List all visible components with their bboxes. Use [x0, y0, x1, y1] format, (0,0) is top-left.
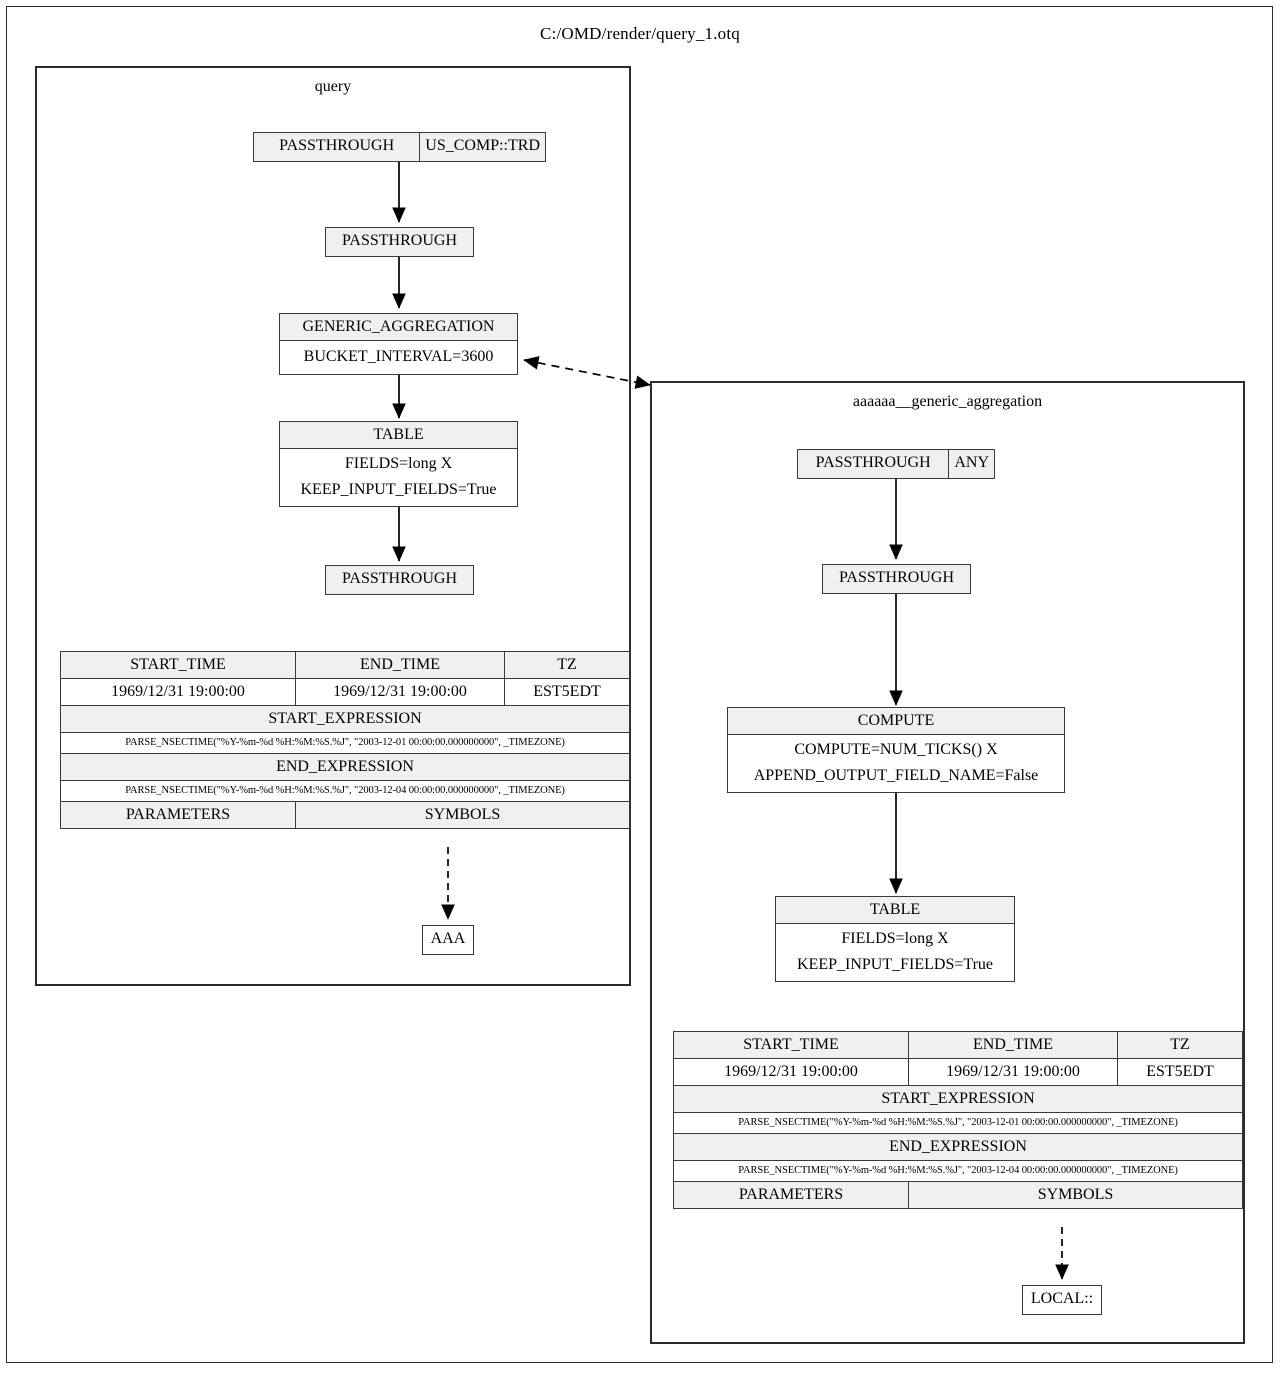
node-aggregation-table-header: TABLE	[776, 897, 1014, 924]
query-info-start-expression-value: PARSE_NSECTIME("%Y-%m-%d %H:%M:%S.%J", "…	[60, 732, 630, 754]
table-row: START_TIME END_TIME TZ	[60, 651, 630, 679]
aggregation-info-end-expression-value: PARSE_NSECTIME("%Y-%m-%d %H:%M:%S.%J", "…	[673, 1160, 1243, 1182]
table-row: PARAMETERS SYMBOLS	[673, 1181, 1243, 1209]
node-aggregation-table-param-0: FIELDS=long X	[841, 930, 949, 947]
node-query-table[interactable]: TABLE FIELDS=long X KEEP_INPUT_FIELDS=Tr…	[279, 421, 518, 507]
table-row: PARAMETERS SYMBOLS	[60, 801, 630, 829]
aggregation-info-end-time-header: END_TIME	[908, 1031, 1118, 1059]
query-info-end-time-header: END_TIME	[295, 651, 505, 679]
aggregation-info-start-time-header: START_TIME	[673, 1031, 909, 1059]
query-info-end-expression-header: END_EXPRESSION	[60, 753, 630, 781]
query-info-start-time-header: START_TIME	[60, 651, 296, 679]
cluster-query: query	[35, 66, 631, 986]
node-query-table-param-1: KEEP_INPUT_FIELDS=True	[300, 481, 497, 498]
aggregation-info-tz-header: TZ	[1117, 1031, 1243, 1059]
query-info-tz-value: EST5EDT	[504, 678, 630, 706]
table-row: START_EXPRESSION	[673, 1085, 1243, 1113]
aggregation-info-start-expression-value: PARSE_NSECTIME("%Y-%m-%d %H:%M:%S.%J", "…	[673, 1112, 1243, 1134]
node-query-table-header: TABLE	[280, 422, 517, 449]
query-info-tz-header: TZ	[504, 651, 630, 679]
node-query-source-op: PASSTHROUGH	[254, 133, 421, 161]
table-row: PARSE_NSECTIME("%Y-%m-%d %H:%M:%S.%J", "…	[673, 1160, 1243, 1182]
node-aggregation-table[interactable]: TABLE FIELDS=long X KEEP_INPUT_FIELDS=Tr…	[775, 896, 1015, 982]
cluster-query-label: query	[314, 78, 352, 95]
page-border	[6, 6, 1273, 1363]
table-row: PARSE_NSECTIME("%Y-%m-%d %H:%M:%S.%J", "…	[673, 1112, 1243, 1134]
cluster-generic-aggregation-label: aaaaaa__generic_aggregation	[852, 393, 1043, 410]
node-aggregation-source-symbol: ANY	[954, 454, 989, 471]
node-generic-aggregation-param-0: BUCKET_INTERVAL=3600	[303, 348, 494, 365]
table-row: START_EXPRESSION	[60, 705, 630, 733]
node-aggregation-table-param-1: KEEP_INPUT_FIELDS=True	[797, 956, 993, 973]
table-row: END_EXPRESSION	[673, 1133, 1243, 1161]
node-query-source[interactable]: PASSTHROUGH US_COMP::TRD	[253, 132, 546, 162]
graph-title: C:/OMD/render/query_1.otq	[540, 24, 740, 43]
cluster-generic-aggregation: aaaaaa__generic_aggregation	[650, 381, 1245, 1344]
table-row: 1969/12/31 19:00:00 1969/12/31 19:00:00 …	[673, 1058, 1243, 1086]
table-row: END_EXPRESSION	[60, 753, 630, 781]
node-query-symbol-terminal[interactable]: AAA	[422, 925, 474, 955]
node-aggregation-source[interactable]: PASSTHROUGH ANY	[797, 449, 995, 479]
node-compute-param-0: COMPUTE=NUM_TICKS() X	[794, 741, 998, 758]
node-aggregation-passthrough-1[interactable]: PASSTHROUGH	[822, 564, 971, 594]
node-generic-aggregation-header: GENERIC_AGGREGATION	[280, 314, 517, 341]
node-compute-header: COMPUTE	[728, 708, 1064, 735]
aggregation-info-start-expression-header: START_EXPRESSION	[673, 1085, 1243, 1113]
node-aggregation-source-op: PASSTHROUGH	[798, 450, 950, 478]
node-generic-aggregation[interactable]: GENERIC_AGGREGATION BUCKET_INTERVAL=3600	[279, 313, 518, 375]
node-aggregation-symbol-terminal[interactable]: LOCAL::	[1022, 1285, 1102, 1315]
node-query-table-param-0: FIELDS=long X	[344, 455, 453, 472]
query-info-symbols-header: SYMBOLS	[295, 801, 630, 829]
table-row: PARSE_NSECTIME("%Y-%m-%d %H:%M:%S.%J", "…	[60, 732, 630, 754]
query-info-parameters-header: PARAMETERS	[60, 801, 296, 829]
table-row: PARSE_NSECTIME("%Y-%m-%d %H:%M:%S.%J", "…	[60, 780, 630, 802]
table-row: START_TIME END_TIME TZ	[673, 1031, 1243, 1059]
query-info-end-expression-value: PARSE_NSECTIME("%Y-%m-%d %H:%M:%S.%J", "…	[60, 780, 630, 802]
query-info-start-time-value: 1969/12/31 19:00:00	[60, 678, 296, 706]
node-compute-param-1: APPEND_OUTPUT_FIELD_NAME=False	[753, 767, 1039, 784]
node-query-source-symbol: US_COMP::TRD	[425, 137, 540, 154]
aggregation-info-start-time-value: 1969/12/31 19:00:00	[673, 1058, 909, 1086]
aggregation-info-tz-value: EST5EDT	[1117, 1058, 1243, 1086]
aggregation-info-symbols-header: SYMBOLS	[908, 1181, 1243, 1209]
node-compute[interactable]: COMPUTE COMPUTE=NUM_TICKS() X APPEND_OUT…	[727, 707, 1065, 793]
query-info-table: START_TIME END_TIME TZ 1969/12/31 19:00:…	[60, 651, 630, 829]
table-row: 1969/12/31 19:00:00 1969/12/31 19:00:00 …	[60, 678, 630, 706]
node-query-passthrough-1[interactable]: PASSTHROUGH	[325, 227, 474, 257]
node-query-passthrough-2[interactable]: PASSTHROUGH	[325, 565, 474, 595]
aggregation-info-parameters-header: PARAMETERS	[673, 1181, 909, 1209]
aggregation-info-table: START_TIME END_TIME TZ 1969/12/31 19:00:…	[673, 1031, 1243, 1209]
query-info-end-time-value: 1969/12/31 19:00:00	[295, 678, 505, 706]
query-info-start-expression-header: START_EXPRESSION	[60, 705, 630, 733]
aggregation-info-end-expression-header: END_EXPRESSION	[673, 1133, 1243, 1161]
aggregation-info-end-time-value: 1969/12/31 19:00:00	[908, 1058, 1118, 1086]
